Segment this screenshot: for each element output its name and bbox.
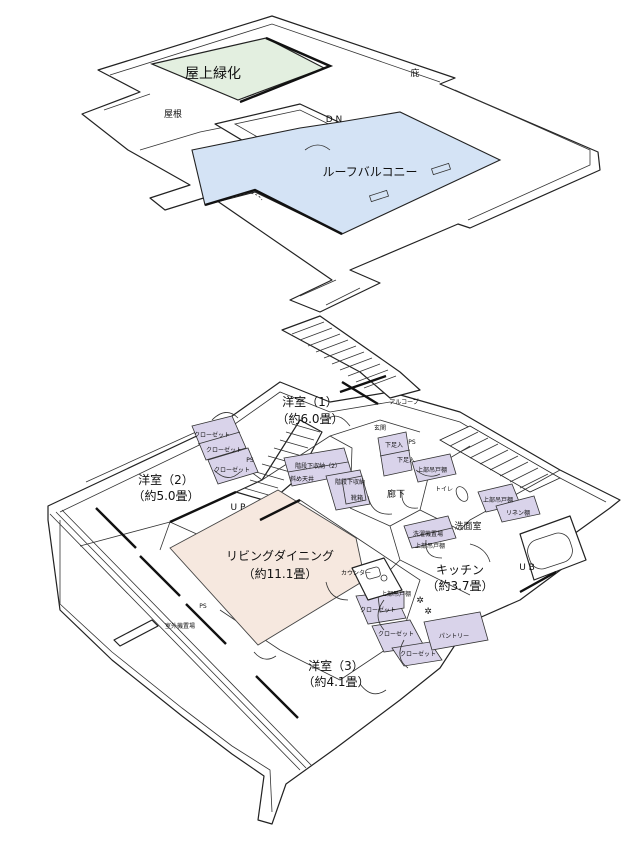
storage-units <box>191 415 541 667</box>
doors <box>211 412 491 695</box>
pantry-block <box>423 611 489 651</box>
roof-inner-line <box>103 23 591 306</box>
room2-name: 洋室（2） <box>138 472 194 487</box>
drain-2 <box>369 189 389 203</box>
balcony-door <box>304 144 331 151</box>
room2-area: （約5.0畳） <box>132 488 199 503</box>
kitchen-name: キッチン <box>436 563 484 577</box>
upper-cabinet-4-label: 上部吊戸棚 <box>381 590 411 598</box>
upper-cabinet-block <box>411 453 457 483</box>
shoe-cabinet-label: 靴箱 <box>351 494 363 502</box>
roof-label: 屋根 <box>164 108 182 120</box>
closet-label-d: クローゼット <box>360 606 396 614</box>
up-label: U P <box>231 503 246 513</box>
laundry-label: 洗濯機置場 <box>413 530 443 538</box>
eaves-label: 庇 <box>410 67 419 79</box>
upper-cabinet-1-label: 上部吊戸棚 <box>417 466 447 474</box>
windows <box>95 374 557 719</box>
shoe-box-label: 下足入 <box>385 442 403 449</box>
bathtub <box>519 515 587 581</box>
linen-label: リネン棚 <box>506 509 530 517</box>
ub-label: U B <box>519 563 535 573</box>
washroom-label: 洗面室 <box>454 520 481 532</box>
ps-label-1: PS <box>246 457 254 464</box>
room3-area: （約4.1畳） <box>302 674 369 689</box>
laundry-block <box>403 515 457 549</box>
closet-label-a: クローゼット <box>194 431 230 439</box>
drain-1 <box>431 162 451 176</box>
stair-rail <box>341 380 379 406</box>
room3-name: 洋室（3） <box>308 658 364 673</box>
toilet-fixture <box>455 486 469 502</box>
kitchen-counter: ✲ ✲ <box>351 557 432 617</box>
building-outline <box>47 381 621 825</box>
corridor-label: 廊下 <box>387 488 405 500</box>
stair-storage-2-label: 階段下収納 <box>335 478 365 486</box>
main-floor: ✲ ✲ <box>47 315 621 825</box>
ps-label-3: PS <box>199 603 207 610</box>
slope-ceiling-label: 斜め天井 <box>290 475 314 483</box>
shoe-box-block <box>377 431 413 477</box>
green-roof-curb <box>239 36 334 104</box>
roof-level: 屋上緑化 庇 屋根 D N ルーフバルコニー <box>81 15 601 313</box>
upper-cabinet-3-label: 上部吊戸棚 <box>415 542 445 550</box>
outdoor-unit-label: 室外機置場 <box>165 622 195 630</box>
room1-area: （約6.0畳） <box>276 411 343 426</box>
shoe-box-2-label: 下足入 <box>397 457 415 464</box>
living-dining-area <box>169 489 366 646</box>
closet-label-e: クローゼット <box>378 630 414 638</box>
closet-label-f: クローゼット <box>400 650 436 658</box>
stove-burner-2: ✲ <box>424 607 432 617</box>
balcony-rail <box>49 509 313 771</box>
upper-cabinet-block-3 <box>377 591 405 613</box>
closet-label-c: クローゼット <box>214 466 250 474</box>
shoe-cabinet-block <box>341 475 367 505</box>
upper-stair-treads <box>291 321 397 389</box>
room1-name: 洋室（1） <box>282 394 338 409</box>
outdoor-unit <box>113 619 159 647</box>
stove-burner-1: ✲ <box>416 596 424 606</box>
stair-storage-1-label: 階段下収納（2） <box>295 462 341 470</box>
living-name: リビングダイニング <box>226 548 334 563</box>
entrance-label: 玄関 <box>374 424 386 432</box>
toilet-label: トイレ <box>435 486 453 493</box>
kitchen-area: （約3.7畳） <box>426 578 493 593</box>
alcove-label: アルコーブ <box>389 398 418 406</box>
closet-block-e <box>391 641 443 667</box>
closet-label-b: クローゼット <box>206 446 242 454</box>
pantry-label: パントリー <box>439 633 469 640</box>
exterior-stair <box>439 425 561 493</box>
ps-label-2: PS <box>408 439 416 446</box>
room-labels: 洋室（1） （約6.0畳） 洋室（2） （約5.0畳） リビングダイニング （約… <box>132 394 534 689</box>
dn-label: D N <box>326 115 343 125</box>
counter-label: カウンター <box>341 569 371 577</box>
living-area: （約11.1畳） <box>243 566 318 581</box>
upper-cabinet-2-label: 上部吊戸棚 <box>483 496 513 504</box>
green-roof-label: 屋上緑化 <box>185 66 241 82</box>
roof-balcony-label: ルーフバルコニー <box>322 165 417 179</box>
balcony-edge <box>204 188 343 236</box>
linen-block <box>495 495 541 523</box>
